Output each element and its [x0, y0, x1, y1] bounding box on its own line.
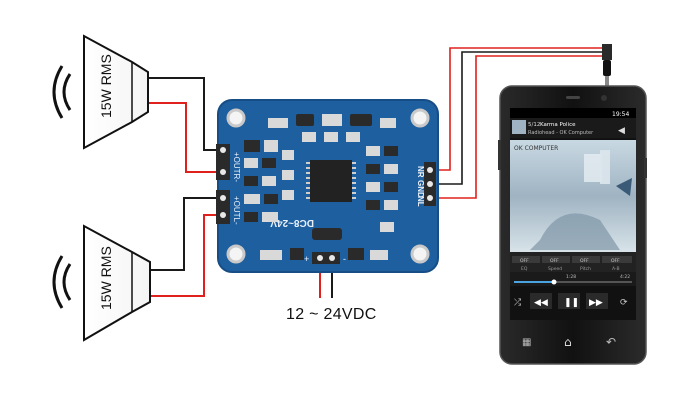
mounting-hole — [410, 244, 430, 264]
bottom-speaker-red-wire — [150, 214, 222, 297]
mounting-hole — [226, 108, 246, 128]
ab-label: A-B — [612, 266, 620, 272]
pitch-button-state: OFF — [580, 258, 589, 264]
next-icon[interactable]: ▶▶ — [589, 298, 603, 308]
top-speaker-wires — [148, 77, 222, 173]
input-wire-gnd — [428, 51, 606, 185]
sound-wave-icon — [62, 73, 72, 111]
mounting-hole — [410, 108, 430, 128]
top-speaker-red-wire — [148, 102, 222, 173]
pitch-button[interactable] — [572, 256, 600, 263]
shuffle-icon[interactable]: ⤮ — [514, 298, 521, 308]
smartphone: 19:54 5/12 Karma Police Radiohead - OK C… — [498, 85, 647, 365]
speaker-top: 15W RMS — [52, 34, 149, 150]
album-thumbnail — [512, 120, 526, 134]
home-key-icon[interactable]: ⌂ — [564, 335, 572, 349]
input-wire-left — [428, 55, 604, 199]
power-negative-label: - — [343, 254, 346, 264]
input-gnd-label: GND — [416, 180, 425, 198]
speaker-output-terminals: +OUTR- +OUTL- — [216, 144, 241, 225]
sound-wave-icon — [62, 263, 72, 301]
speed-button[interactable] — [542, 256, 570, 263]
status-bar — [510, 108, 636, 118]
pause-icon[interactable]: ❚❚ — [564, 298, 579, 308]
top-speaker-black-wire — [148, 77, 222, 151]
power-positive-label: + — [304, 254, 309, 264]
speaker-bottom-icon — [83, 224, 151, 342]
smd-components — [244, 114, 398, 260]
progress-fill — [514, 281, 554, 283]
eq-button-state: OFF — [520, 258, 529, 264]
track-index: 5/12 — [528, 122, 540, 128]
speaker-bottom-label: 15W RMS — [98, 246, 114, 310]
eq-label: EQ — [521, 266, 528, 272]
board-voltage-label: DC8~24V — [270, 217, 314, 228]
pitch-label: Pitch — [580, 266, 591, 272]
progress-knob[interactable] — [551, 279, 557, 285]
status-time: 19:54 — [612, 111, 629, 118]
eq-button[interactable] — [512, 256, 540, 263]
time-total: 4:22 — [620, 274, 630, 280]
album-title: OK COMPUTER — [514, 145, 558, 152]
volume-icon[interactable]: ◀ — [618, 126, 625, 136]
progress-track[interactable] — [514, 281, 632, 283]
power-supply-label: 12 ~ 24VDC — [286, 306, 377, 323]
mounting-hole — [226, 244, 246, 264]
ab-button-state: OFF — [611, 258, 620, 264]
back-key-icon[interactable]: ↶ — [606, 335, 616, 349]
speaker-bottom: 15W RMS — [52, 224, 151, 342]
ab-button[interactable] — [602, 256, 632, 263]
input-nr-label: NR — [416, 166, 425, 178]
previous-icon[interactable]: ◀◀ — [534, 298, 548, 308]
bottom-speaker-wires — [150, 197, 222, 297]
output-right-label: +OUTR- — [232, 152, 241, 182]
time-elapsed: 1:28 — [566, 274, 576, 280]
output-left-label: +OUTL- — [232, 196, 241, 225]
menu-key-icon[interactable]: ▦ — [522, 337, 531, 348]
power-terminals: + - — [304, 252, 346, 264]
speed-button-state: OFF — [550, 258, 559, 264]
amplifier-board: DC8~24V — [216, 99, 439, 273]
eq-controls: OFF OFF OFF OFF EQ Speed Pitch A-B — [512, 256, 632, 272]
audio-input-terminals: NR GND NL — [416, 162, 436, 207]
speed-label: Speed — [548, 266, 562, 272]
track-title: Karma Police — [540, 122, 576, 128]
track-artist: Radiohead - OK Computer — [528, 130, 594, 136]
speaker-top-label: 15W RMS — [98, 54, 114, 118]
audio-plug — [602, 44, 612, 86]
amplifier-chip — [310, 160, 352, 202]
input-nl-label: NL — [416, 196, 425, 207]
speaker-top-icon — [83, 34, 149, 150]
repeat-icon[interactable]: ⟳ — [620, 298, 628, 308]
chip-pins — [306, 162, 356, 199]
bottom-speaker-black-wire — [150, 197, 222, 271]
